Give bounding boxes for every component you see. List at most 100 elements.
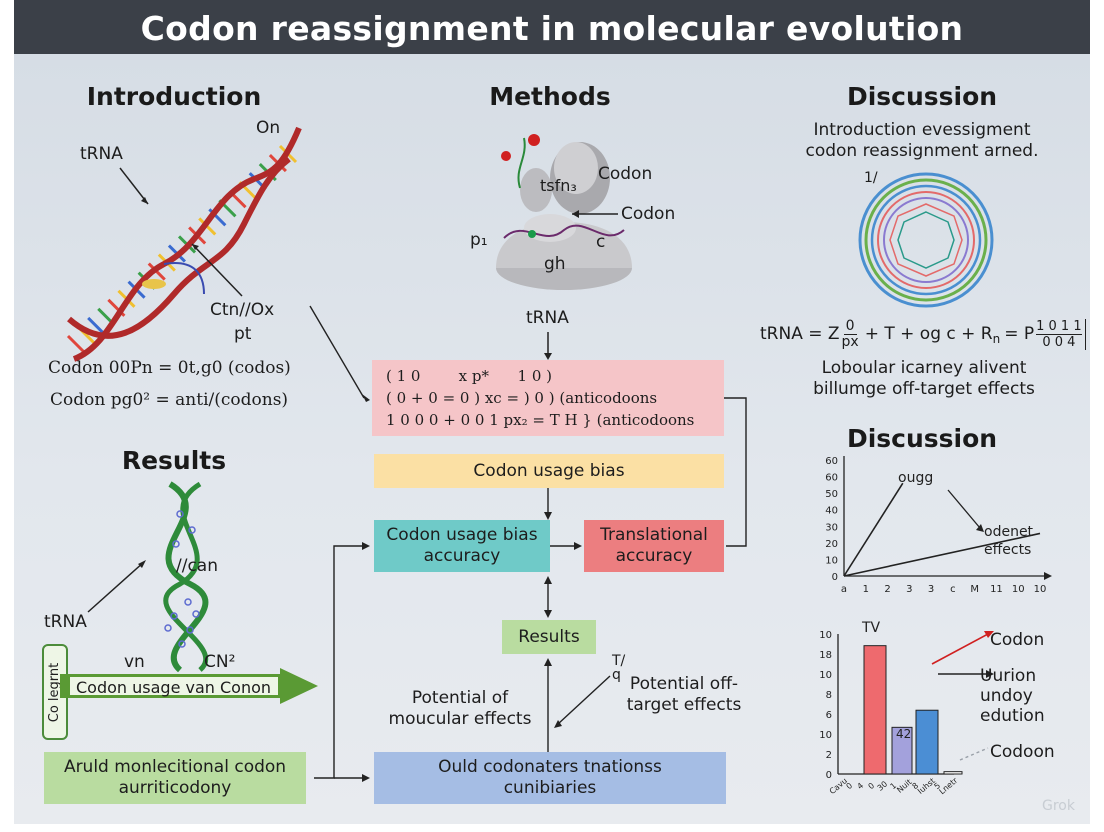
potential-molecular-effects: Potential of moucular effects bbox=[388, 688, 532, 729]
bar-chart-x-tick: 0 bbox=[867, 781, 877, 791]
results-trna-arrow bbox=[87, 560, 146, 613]
formula-matrix-bottom: 0 0 4 bbox=[1042, 334, 1076, 350]
line-chart-x-tick: 10 bbox=[1034, 584, 1047, 595]
bar-legend-arrow-dashed bbox=[959, 747, 989, 761]
discussion-formula: tRNA = Z 0 px + T + og c + R n = P 1 0 1… bbox=[760, 312, 1086, 356]
line-chart-x-arrowhead bbox=[1044, 572, 1052, 580]
concentric-rings-illustration bbox=[858, 172, 994, 308]
codon-usage-bias-box: Codon usage bias bbox=[374, 454, 724, 488]
intro-pt-label: pt bbox=[234, 324, 252, 344]
bar-legend-arrowhead-red bbox=[984, 631, 994, 638]
rings-label: 1/ bbox=[864, 170, 878, 186]
line-chart-annotation-ougg: ougg bbox=[898, 470, 933, 486]
formula-eq: = P bbox=[1004, 324, 1035, 344]
tx-label: T/ q bbox=[612, 653, 626, 683]
watermark: Grok bbox=[1042, 798, 1075, 814]
formula-fraction-bottom: px bbox=[841, 333, 859, 350]
line-chart-x-tick: M bbox=[970, 584, 979, 595]
line-chart-x-tick: c bbox=[950, 584, 956, 595]
methods-trna-arrow bbox=[544, 332, 552, 360]
bar-chart-x-tick: 4 bbox=[856, 781, 866, 791]
bar-chart-title: TV bbox=[861, 620, 881, 636]
bar-chart-y-tick: 8 bbox=[826, 690, 832, 701]
potential-off-target-effects: Potential off-target effects bbox=[626, 674, 742, 715]
dna-rung bbox=[66, 334, 86, 354]
ribosome-gh-label: gh bbox=[544, 254, 566, 274]
line-chart-annotation-effects-2: effects bbox=[984, 542, 1031, 558]
bar-legend-uurion: Uurion undoy edution bbox=[980, 666, 1045, 726]
line-chart-y-tick: 40 bbox=[825, 506, 838, 517]
bar-chart-y-tick: 2 bbox=[826, 750, 832, 761]
heading-discussion-mid: Discussion bbox=[846, 424, 998, 453]
bar-legend-codon: Codon bbox=[990, 630, 1045, 650]
bar-chart-x-tick: 30 bbox=[876, 779, 890, 792]
line-chart-y-tick: 50 bbox=[825, 489, 838, 500]
intro-ct-arrow bbox=[191, 243, 243, 297]
results-helix bbox=[163, 481, 209, 673]
bar-chart-y-tick: 6 bbox=[826, 710, 832, 721]
bar-chart-x-tick: 1 bbox=[889, 781, 899, 791]
arrow-banner-text: Codon usage van Conon bbox=[76, 678, 272, 697]
bar-chart-bar-small bbox=[943, 771, 963, 775]
intro-equation-1: Codon 00Pn = 0t,g0 (codos) bbox=[48, 358, 291, 378]
bar-legend-arrowhead-black bbox=[986, 670, 994, 678]
line-chart-y-tick: 0 bbox=[832, 572, 838, 583]
ribosome-c-label: c bbox=[596, 232, 606, 252]
results-cn-label: CN² bbox=[204, 652, 236, 672]
heading-methods: Methods bbox=[489, 82, 611, 111]
discussion-caption: Loboular icarney alivent billumge off-ta… bbox=[813, 358, 1035, 399]
dna-double-helix bbox=[66, 126, 302, 362]
line-chart-x-tick: 2 bbox=[884, 584, 890, 595]
bar-chart-y-tick: 10 bbox=[819, 670, 832, 681]
intro-on-label: On bbox=[256, 118, 281, 138]
matrix-row-1: ( 1 0 x p* 1 0 ) bbox=[386, 367, 553, 385]
results-vn-label: vn bbox=[124, 652, 145, 672]
results-can-label: //can bbox=[176, 556, 218, 576]
heading-discussion-top: Discussion bbox=[846, 82, 998, 111]
bar-chart-x-tick: 5 bbox=[933, 781, 943, 791]
formula-matrix-top: 1 0 1 1 bbox=[1036, 318, 1082, 335]
methods-trna-label: tRNA bbox=[526, 308, 569, 328]
matrix-row-2: 1 0 0 0 + 0 0 1 px₂ = T H } (anticodoons bbox=[386, 411, 695, 429]
matrix-row-1b: ( 0 + 0 = 0 ) xc = ) 0 ) (anticodoons bbox=[386, 389, 658, 407]
formula-mid: + T + og c + R bbox=[864, 324, 993, 344]
bar-chart-x-tick: Lnetr bbox=[938, 775, 960, 796]
bar-chart-bar-blue bbox=[915, 709, 939, 775]
heading-results: Results bbox=[121, 446, 227, 475]
formula-matrix: 1 0 1 1 0 0 4 bbox=[1036, 318, 1086, 350]
formula-fraction-top: 0 bbox=[843, 317, 857, 335]
discussion-subtitle: Introduction evessigment codon reassignm… bbox=[805, 120, 1039, 161]
bar-chart-bar-purple bbox=[891, 726, 913, 775]
line-chart-x-tick: 11 bbox=[990, 584, 1003, 595]
line-chart-x-tick: a bbox=[841, 584, 847, 595]
intro-ct-label: Ctn//Ox bbox=[210, 300, 275, 320]
intro-equation-2: Codon pg0² = anti/(codons) bbox=[50, 390, 289, 410]
bar-legend-arrow-red bbox=[931, 633, 989, 665]
line-chart-annotation-arrowhead bbox=[976, 524, 984, 532]
ribosome-codon-arrow bbox=[572, 210, 618, 218]
line-chart-annotation-effects: odenet bbox=[984, 524, 1034, 540]
line-chart-y-tick: 60 bbox=[825, 456, 838, 467]
codon-usage-accuracy-box: Codon usage bias accuracy bbox=[374, 520, 550, 572]
line-chart-series-0 bbox=[843, 482, 904, 577]
intro-trna-label: tRNA bbox=[80, 144, 123, 164]
line-chart-x-tick: 3 bbox=[928, 584, 934, 595]
results-green-box: Aruld monlecitional codon aurriticodony bbox=[44, 752, 306, 804]
results-box: Results bbox=[502, 620, 596, 654]
diagram-canvas: Introduction Methods Discussion Results … bbox=[14, 54, 1090, 824]
intro-trna-arrow bbox=[119, 167, 149, 205]
bar-chart-bar-red bbox=[863, 645, 887, 775]
ribosome-codon-label-1: Codon bbox=[598, 164, 653, 184]
bar-legend-codoon: Codoon bbox=[990, 742, 1055, 762]
heading-introduction: Introduction bbox=[86, 82, 262, 111]
line-chart-x-tick: 1 bbox=[863, 584, 869, 595]
translational-accuracy-box: Translational accuracy bbox=[584, 520, 724, 572]
line-chart-x-tick: 10 bbox=[1012, 584, 1025, 595]
line-chart-series-1 bbox=[843, 532, 1041, 577]
matrix-equation-box: ( 1 0 x p* 1 0 ) ( 0 + 0 = 0 ) xc = ) 0 … bbox=[372, 360, 724, 436]
dna-rung bbox=[87, 316, 106, 335]
bottom-blue-box: Ould codonaters tnationss cunibiaries bbox=[374, 752, 726, 804]
line-chart-y-tick: 60 bbox=[825, 473, 838, 484]
